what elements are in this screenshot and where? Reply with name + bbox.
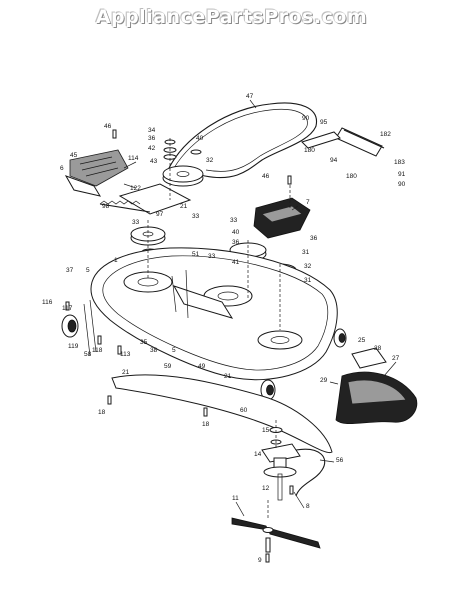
deck-lift-arm[interactable] bbox=[301, 127, 385, 157]
callout-56: 56 bbox=[336, 457, 344, 464]
callout-40: 40 bbox=[196, 135, 204, 142]
belt-guard-cover[interactable] bbox=[64, 149, 129, 197]
callout-49: 49 bbox=[198, 363, 206, 370]
callout-42: 42 bbox=[148, 145, 156, 152]
callout-45: 45 bbox=[70, 152, 78, 159]
discharge-chute[interactable] bbox=[335, 347, 418, 425]
callout-116: 116 bbox=[42, 299, 53, 306]
callout-leader-lines bbox=[123, 99, 397, 517]
callout-28: 28 bbox=[374, 345, 382, 352]
callout-7: 7 bbox=[306, 199, 310, 206]
watermark-text: AppliancePartsPros.com bbox=[95, 6, 368, 28]
gauge-wheel-right[interactable] bbox=[333, 328, 347, 348]
callout-46b: 46 bbox=[262, 173, 270, 180]
callout-180: 180 bbox=[304, 147, 315, 154]
spindle-assembly[interactable] bbox=[261, 443, 301, 501]
callout-180b: 180 bbox=[346, 173, 357, 180]
callout-117: 117 bbox=[62, 305, 73, 312]
callout-1: 1 bbox=[114, 257, 118, 264]
callout-33c: 33 bbox=[230, 217, 238, 224]
callout-58: 58 bbox=[84, 351, 92, 358]
callout-33d: 33 bbox=[208, 253, 216, 260]
callout-118: 118 bbox=[92, 347, 103, 354]
callout-29: 29 bbox=[320, 377, 328, 384]
callout-43: 43 bbox=[150, 158, 158, 165]
callout-25: 25 bbox=[358, 337, 366, 344]
callout-27: 27 bbox=[392, 355, 400, 362]
callout-94: 94 bbox=[330, 157, 338, 164]
callout-32: 32 bbox=[206, 157, 214, 164]
callout-114: 114 bbox=[128, 155, 139, 162]
callout-47: 47 bbox=[246, 93, 254, 100]
cable-rod[interactable] bbox=[295, 448, 326, 497]
callout-5: 5 bbox=[86, 267, 90, 274]
callout-33: 33 bbox=[132, 219, 140, 226]
callout-9: 9 bbox=[258, 557, 262, 564]
callout-36c: 36 bbox=[310, 235, 318, 242]
callout-5b: 5 bbox=[172, 347, 176, 354]
callout-90: 90 bbox=[302, 115, 310, 122]
callout-97: 97 bbox=[156, 211, 164, 218]
drive-belt[interactable] bbox=[167, 102, 318, 179]
spindle-cover[interactable] bbox=[253, 197, 311, 239]
callout-113: 113 bbox=[120, 351, 131, 358]
idler-spring[interactable] bbox=[99, 200, 141, 205]
callout-91: 91 bbox=[398, 171, 406, 178]
assembly-center-lines bbox=[147, 138, 291, 520]
callout-37: 37 bbox=[66, 267, 74, 274]
callout-32b: 32 bbox=[304, 263, 312, 270]
callout-119: 119 bbox=[68, 343, 79, 350]
callout-36b: 36 bbox=[232, 239, 240, 246]
callout-21b: 21 bbox=[122, 369, 130, 376]
callout-21: 21 bbox=[180, 203, 188, 210]
idler-pulley-top[interactable] bbox=[162, 165, 204, 187]
callout-11: 11 bbox=[232, 495, 239, 502]
callout-46: 46 bbox=[104, 123, 112, 130]
callout-18: 18 bbox=[98, 409, 106, 416]
callout-122: 122 bbox=[130, 185, 141, 192]
callout-182: 182 bbox=[380, 131, 391, 138]
mower-blade[interactable] bbox=[231, 517, 321, 549]
callout-59: 59 bbox=[164, 363, 172, 370]
callout-6: 6 bbox=[60, 165, 64, 172]
gauge-wheel-left[interactable] bbox=[61, 314, 79, 338]
callout-33b: 33 bbox=[192, 213, 200, 220]
callout-35: 35 bbox=[140, 339, 148, 346]
callout-41: 41 bbox=[232, 259, 240, 266]
deck-center-bracket[interactable] bbox=[172, 285, 234, 319]
callout-95: 95 bbox=[320, 119, 328, 126]
callout-31: 31 bbox=[302, 249, 310, 256]
callout-12: 12 bbox=[262, 485, 270, 492]
gauge-wheel-rear[interactable] bbox=[260, 379, 276, 401]
callout-34: 34 bbox=[148, 127, 156, 134]
blade-bolt bbox=[265, 537, 271, 553]
callout-21c: 21 bbox=[224, 373, 232, 380]
callout-60: 60 bbox=[240, 407, 248, 414]
hardware-bolts bbox=[65, 129, 294, 563]
callout-8: 8 bbox=[306, 503, 310, 510]
callout-51: 51 bbox=[192, 251, 200, 258]
callout-38: 38 bbox=[150, 347, 158, 354]
deck-baffle[interactable] bbox=[111, 374, 333, 454]
callout-183: 183 bbox=[394, 159, 405, 166]
callout-90b: 90 bbox=[398, 181, 406, 188]
callout-14: 14 bbox=[254, 451, 262, 458]
callout-36: 36 bbox=[148, 135, 156, 142]
callout-labels: 47 46 45 6 114 122 34 36 42 40 32 43 98 … bbox=[42, 93, 406, 564]
mower-deck-housing[interactable] bbox=[90, 247, 338, 381]
callout-98: 98 bbox=[102, 203, 110, 210]
callout-31b: 31 bbox=[304, 277, 312, 284]
callout-15: 15 bbox=[262, 427, 270, 434]
idler-arm-bracket[interactable] bbox=[118, 183, 192, 215]
callout-18b: 18 bbox=[202, 421, 210, 428]
callout-40b: 40 bbox=[232, 229, 240, 236]
